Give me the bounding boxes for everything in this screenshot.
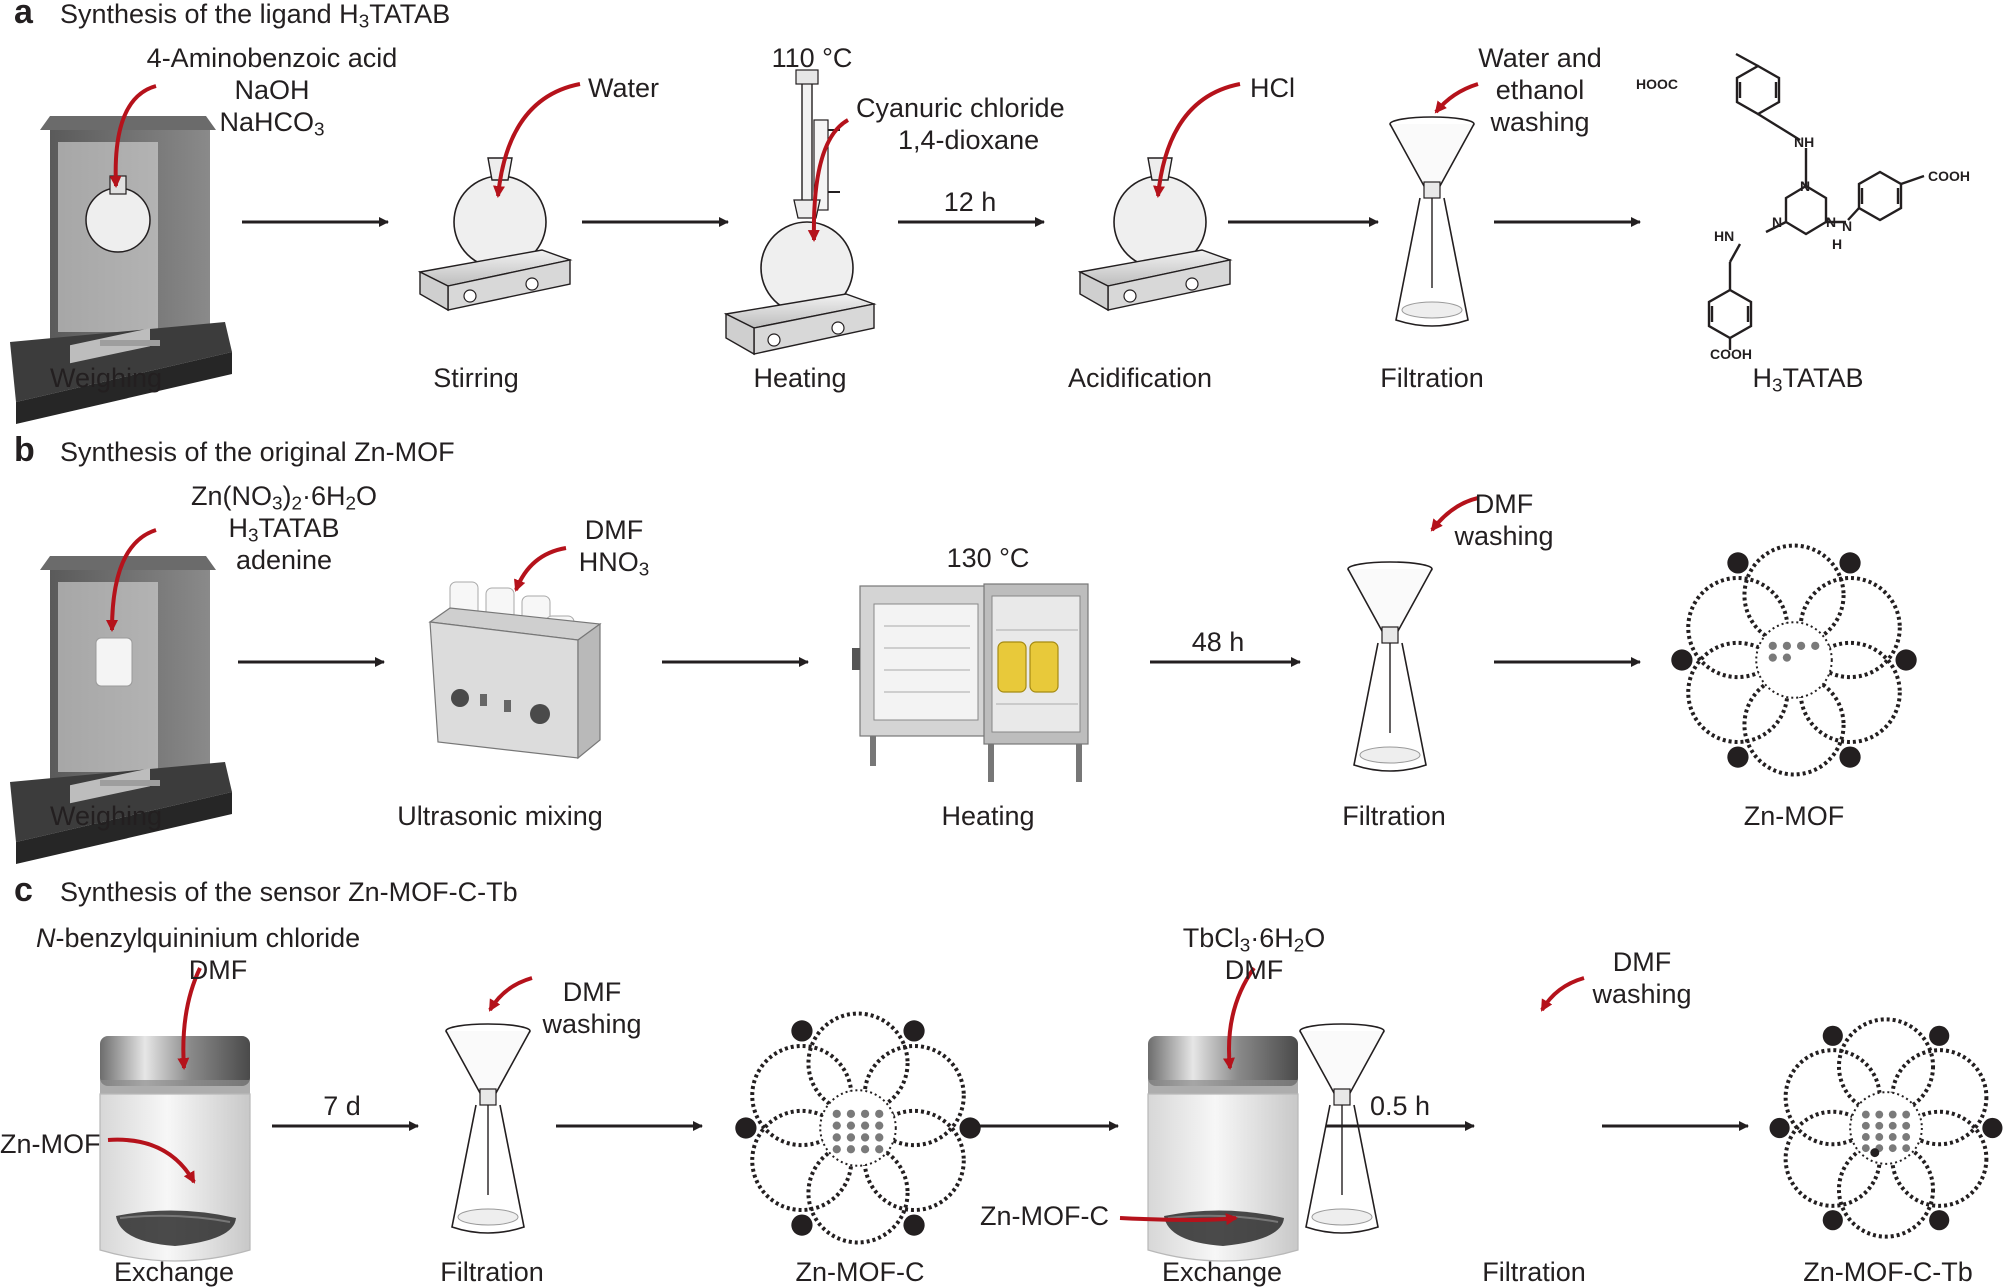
- step-b-weighing: Weighing: [49, 801, 163, 831]
- reagent-benzylquininium: N-benzylquininium chloride: [36, 923, 361, 953]
- reagent-hcl: HCl: [1250, 73, 1295, 103]
- label-zn-mof-input: Zn-MOF: [0, 1129, 101, 1159]
- reagent-aminobenzoic: 4-Aminobenzoic acid: [146, 43, 398, 73]
- mof-zn-mof-icon: [1671, 543, 1917, 777]
- temp-110: 110 °C: [771, 43, 853, 73]
- chem-nh3-h: H: [1832, 236, 1843, 252]
- reagent-dmf-b: DMF: [584, 515, 644, 545]
- reagent-h3tatab: H3TATAB: [228, 513, 340, 547]
- chem-cooh-right: COOH: [1928, 168, 1970, 184]
- chem-hn: HN: [1714, 228, 1735, 244]
- process-arrows: [238, 217, 1749, 1131]
- wash-b-line1: DMF: [1474, 489, 1534, 519]
- panel-label-a: a: [14, 0, 33, 31]
- reagent-nahco3: NaHCO3: [219, 107, 325, 141]
- hotplate-stirrer-icon: [417, 157, 573, 312]
- reagent-dmf-c1: DMF: [188, 955, 248, 985]
- chem-cooh-bottom: COOH: [1710, 346, 1752, 362]
- reagent-zn-nitrate: Zn(NO3)2·6H2O: [190, 481, 378, 515]
- step-b-heating: Heating: [941, 801, 1035, 831]
- chem-n1: N: [1800, 178, 1811, 194]
- panel-label-c: c: [14, 871, 33, 909]
- reagent-naoh: NaOH: [234, 75, 310, 105]
- wash-b-line2: washing: [1454, 521, 1554, 551]
- reagent-dioxane: 1,4-dioxane: [898, 125, 1040, 155]
- wash-c2-line1: DMF: [1612, 947, 1672, 977]
- wash-a-line1: Water and: [1478, 43, 1602, 73]
- panel-title-b: Synthesis of the original Zn-MOF: [60, 437, 455, 467]
- label-zn-mof-c-input: Zn-MOF-C: [980, 1201, 1109, 1231]
- hotplate-acid-icon: [1079, 157, 1231, 311]
- step-a-heating: Heating: [753, 363, 847, 393]
- panel-label-b: b: [14, 431, 35, 469]
- vial-icon: [95, 637, 133, 687]
- reagent-dmf-c2: DMF: [1224, 955, 1284, 985]
- chem-n2: N: [1772, 214, 1783, 230]
- ultrasonic-bath-icon: [428, 581, 602, 760]
- step-c-exchange2: Exchange: [1161, 1257, 1283, 1287]
- exchange-jar-icon: [99, 1036, 251, 1262]
- step-a-filtration: Filtration: [1380, 363, 1484, 393]
- reagent-water: Water: [588, 73, 660, 103]
- step-b-ultrasonic: Ultrasonic mixing: [397, 801, 603, 831]
- wash-c1-line1: DMF: [562, 977, 622, 1007]
- mof-zn-mof-c-tb-icon: [1769, 1017, 2003, 1239]
- step-a-acidification: Acidification: [1067, 363, 1213, 393]
- step-c-filtration2: Filtration: [1482, 1257, 1586, 1287]
- filtration-funnel-icon-c2: [1299, 1023, 1385, 1234]
- chem-hooc: HOOC: [1636, 76, 1678, 92]
- wash-a-line2: ethanol: [1495, 75, 1585, 105]
- step-b-filtration: Filtration: [1342, 801, 1446, 831]
- temp-130: 130 °C: [946, 543, 1030, 573]
- filtration-funnel-icon-c1: [445, 1023, 531, 1234]
- exchange-jar-icon-2: [1147, 1035, 1299, 1262]
- reagent-tbcl3: TbCl3·6H2O: [1182, 923, 1326, 957]
- time-12h: 12 h: [943, 187, 997, 217]
- step-c-filtration1: Filtration: [440, 1257, 544, 1287]
- panel-title-c: Synthesis of the sensor Zn-MOF-C-Tb: [60, 877, 518, 907]
- chem-nh1: NH: [1794, 134, 1815, 150]
- chem-nh3: N: [1842, 218, 1853, 234]
- product-zn-mof-c-tb: Zn-MOF-C-Tb: [1803, 1257, 1973, 1287]
- product-zn-mof-c: Zn-MOF-C: [795, 1257, 925, 1287]
- mof-zn-mof-c-icon: [735, 1011, 981, 1245]
- reagent-adenine: adenine: [235, 545, 333, 575]
- time-48h: 48 h: [1191, 627, 1245, 657]
- reflux-setup-icon: [723, 69, 877, 356]
- time-0-5h: 0.5 h: [1369, 1091, 1431, 1121]
- step-c-exchange1: Exchange: [113, 1257, 235, 1287]
- panel-title-a: Synthesis of the ligand H3TATAB: [60, 0, 451, 33]
- reagent-hno3: HNO3: [578, 547, 650, 581]
- step-a-weighing: Weighing: [49, 363, 163, 393]
- step-a-stirring: Stirring: [433, 363, 519, 393]
- wash-c1-line2: washing: [542, 1009, 642, 1039]
- oven-icon: [852, 583, 1089, 782]
- wash-a-line3: washing: [1490, 107, 1590, 137]
- time-7d: 7 d: [323, 1091, 361, 1121]
- product-zn-mof: Zn-MOF: [1743, 801, 1845, 831]
- reagent-cyanuric: Cyanuric chloride: [856, 93, 1065, 123]
- product-h3tatab: H3TATAB: [1752, 363, 1864, 397]
- filtration-funnel-icon-b: [1347, 561, 1433, 772]
- wash-c2-line2: washing: [1592, 979, 1692, 1009]
- reagent-arrows: [106, 82, 1585, 1226]
- mof-structures: [735, 543, 2003, 1245]
- filtration-funnel-icon: [1389, 116, 1475, 327]
- chem-n3: N: [1826, 214, 1837, 230]
- h3tatab-structure: [1707, 52, 1925, 350]
